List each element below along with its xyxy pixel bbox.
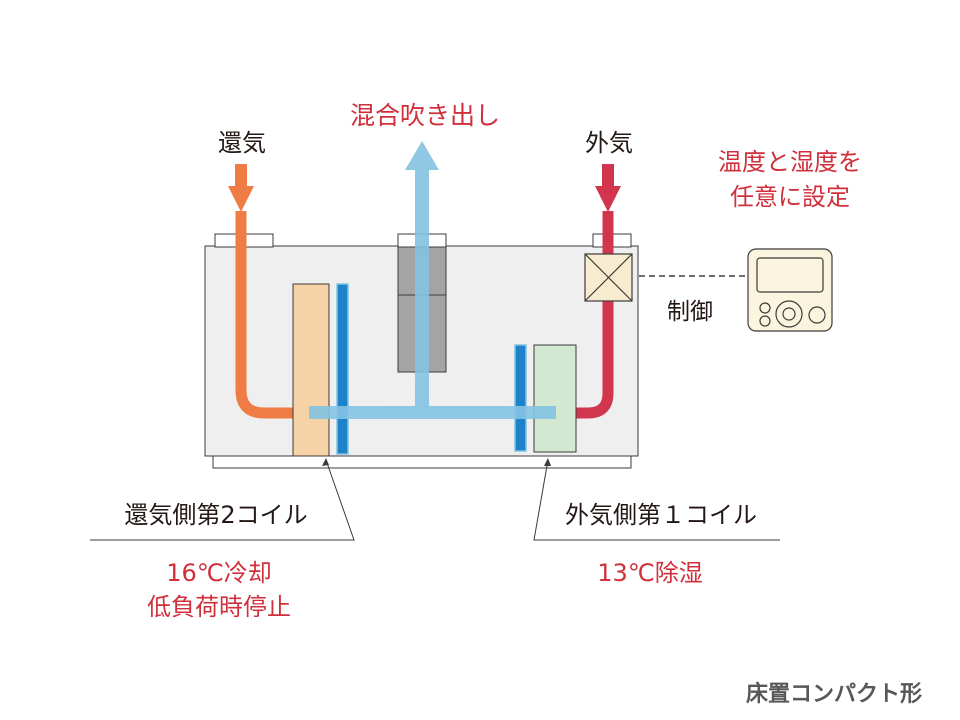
controller-right-button [808, 306, 826, 324]
controller-dial-inner [782, 307, 796, 321]
mixed-supply-flow [309, 141, 556, 419]
outside-air-arrow-shaft [602, 164, 614, 188]
outside-air-arrow-head [595, 186, 621, 212]
return-air-arrow-shaft [235, 164, 247, 188]
control-label: 制御 [667, 299, 713, 325]
return-air-label: 還気 [218, 129, 266, 157]
coil2-leader-line [90, 459, 355, 541]
coil1-leader-arrow [544, 458, 551, 466]
return-air-duct-path [235, 211, 296, 419]
controller-display [756, 257, 824, 293]
outside-air-label: 外気 [585, 129, 633, 157]
unit-base [212, 454, 632, 469]
coil1-mode: 13℃除湿 [597, 559, 703, 587]
damper-diagonal-b [584, 253, 633, 302]
setting-label-line2: 任意に設定 [730, 183, 850, 211]
supply-arrow-head [405, 141, 439, 170]
coil-2-return-side [292, 283, 330, 457]
coil2-label: 還気側第2コイル [124, 501, 307, 529]
eliminator-return-side [336, 283, 349, 455]
outside-air-duct-path [575, 211, 614, 419]
coil2-mode-line2: 低負荷時停止 [147, 593, 291, 621]
unit-type-label: 床置コンパクト形 [746, 681, 922, 707]
controller-left-button-bottom [759, 315, 771, 327]
supply-horizontal-duct [309, 406, 556, 419]
coil2-mode-line1: 16℃冷却 [166, 559, 272, 587]
outside-air-damper [584, 253, 633, 302]
coil1-leader-line [533, 459, 780, 541]
eliminator-outside-side [514, 344, 527, 452]
supply-vertical-duct [415, 168, 429, 412]
setting-label-line1: 温度と湿度を [718, 148, 862, 176]
remote-controller [747, 248, 833, 332]
mixed-supply-label: 混合吹き出し [350, 101, 500, 130]
coil-1-outside-side [533, 344, 577, 453]
coil1-label: 外気側第１コイル [565, 501, 757, 529]
outside-air-flow [575, 164, 621, 419]
return-air-arrow-head [228, 186, 254, 212]
return-air-flow [228, 164, 296, 419]
coil2-leader-arrow [322, 458, 329, 466]
controller-left-button-top [759, 302, 771, 314]
